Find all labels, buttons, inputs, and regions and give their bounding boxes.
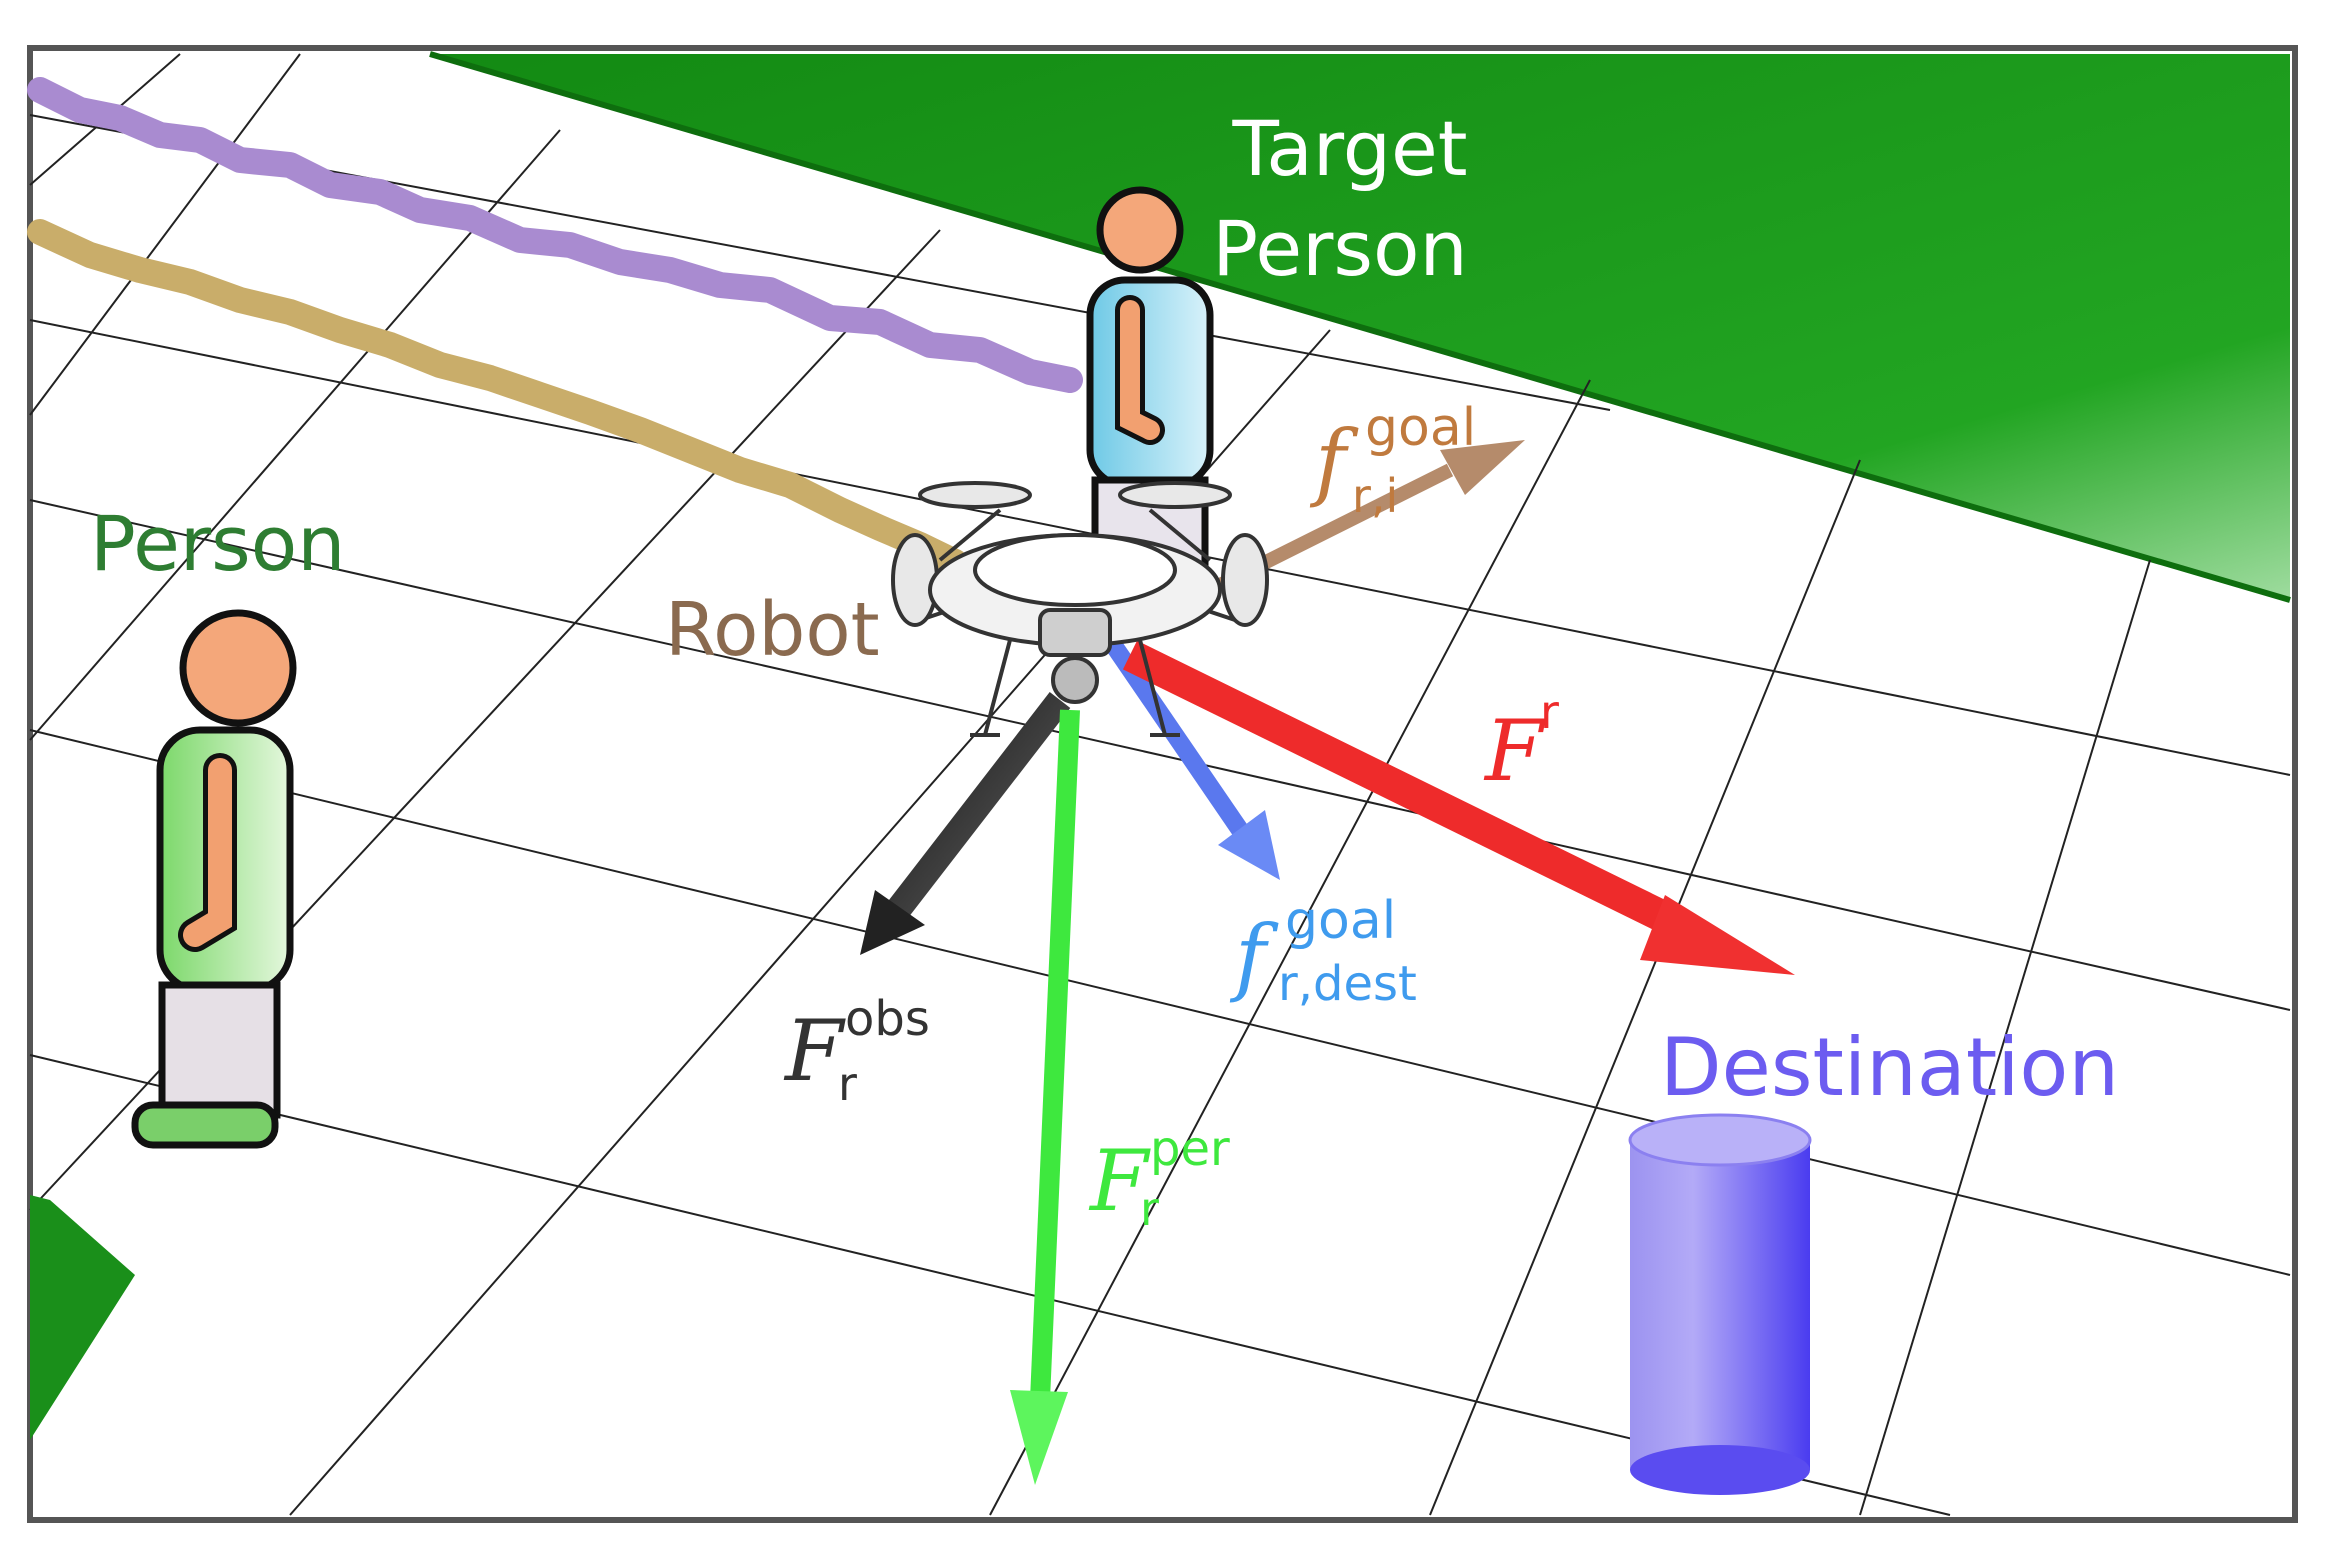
label-F-r: F r: [1483, 685, 1559, 800]
destination-cylinder: [1628, 1113, 1812, 1495]
label-F-per: F per r: [1088, 1121, 1230, 1236]
trail-gold: [27, 219, 968, 575]
label-F-per-sub: r: [1140, 1182, 1159, 1236]
target-label-line2: Person: [1212, 204, 1467, 293]
lower-zone: [30, 1195, 135, 1440]
label-F-obs-symbol: F: [783, 1002, 846, 1100]
robot-label: Robot: [665, 587, 880, 673]
person-label: Person: [90, 499, 345, 588]
trail-purple: [27, 77, 1083, 393]
label-f-goal-ri-sub: r,i: [1352, 469, 1398, 523]
label-f-goal-dest-sup: goal: [1285, 891, 1396, 951]
label-F-obs-sub: r: [838, 1057, 857, 1111]
label-f-goal-ri-sup: goal: [1365, 398, 1476, 458]
label-F-per-sup: per: [1150, 1121, 1230, 1177]
label-F-r-symbol: F: [1483, 702, 1546, 800]
left-person: [131, 609, 297, 1149]
label-F-per-symbol: F: [1088, 1132, 1151, 1230]
label-f-goal-dest-sub: r,dest: [1278, 956, 1417, 1012]
label-F-obs: F obs r: [783, 991, 930, 1111]
label-F-obs-sup: obs: [845, 991, 930, 1047]
robot-drone: [891, 481, 1269, 737]
target-label-line1: Target: [1231, 104, 1467, 193]
arrow-F-r: [1122, 640, 1795, 975]
destination-label: Destination: [1660, 1021, 2119, 1114]
target-zone-edge: [429, 51, 2291, 603]
label-F-r-sup: r: [1540, 685, 1559, 739]
arrow-F-obs: [860, 692, 1071, 955]
arrow-F-per: [1010, 709, 1080, 1485]
